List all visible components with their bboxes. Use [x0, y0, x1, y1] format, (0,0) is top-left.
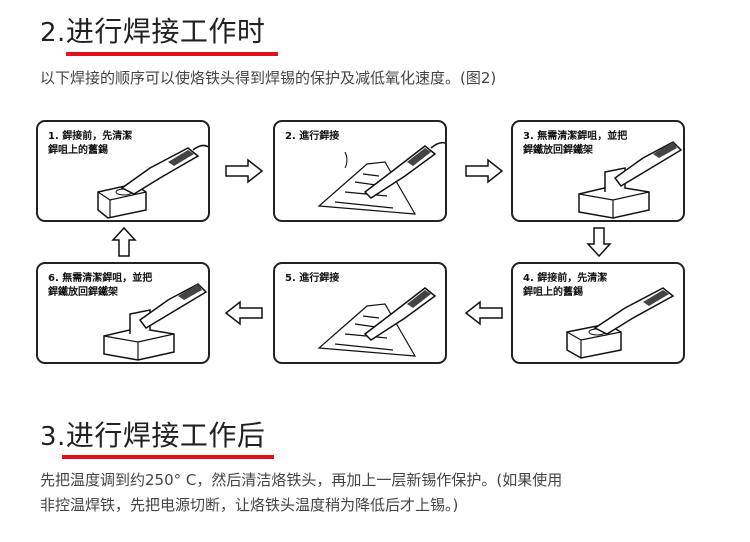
- step-3-panel: 3. 無需清潔銲咀，並把 銲鐵放回銲鐵架: [511, 120, 685, 222]
- step-6-panel: 6. 無需清潔銲咀，並把 銲鐵放回銲鐵架: [36, 262, 210, 364]
- soldering-iron-stand-illustration: [513, 264, 685, 364]
- section-3-heading: 3.进行焊接工作后: [40, 414, 265, 454]
- section-3-number: 3.: [40, 422, 66, 452]
- soldering-iron-stand-illustration: [38, 122, 210, 222]
- arrow-down-icon: [586, 226, 612, 258]
- step-5-panel: 5. 進行銲接: [273, 262, 447, 364]
- section-3-underline: [62, 455, 274, 459]
- arrow-left-icon: [224, 300, 264, 326]
- section-2-heading: 2.进行焊接工作时: [40, 10, 265, 50]
- soldering-circuit-board-illustration: [275, 122, 447, 222]
- section-2-title: 进行焊接工作时: [66, 15, 266, 48]
- section-2-description: 以下焊接的顺序可以使烙铁头得到焊锡的保护及减低氧化速度。(图2): [40, 66, 496, 91]
- step-1-panel: 1. 銲接前，先清潔 銲咀上的舊錫: [36, 120, 210, 222]
- section-3-text-line-1: 先把温度调到约250° C，然后清洁烙铁头，再加上一层新锡作保护。(如果使用: [40, 468, 562, 493]
- arrow-left-icon: [464, 300, 504, 326]
- step-2-panel: 2. 進行銲接: [273, 120, 447, 222]
- section-3-text-line-2: 非控温焊铁，先把电源切断，让烙铁头温度稍为降低后才上锡。): [40, 493, 458, 518]
- section-2-underline: [66, 52, 278, 56]
- step-4-panel: 4. 銲接前，先清潔 銲咀上的舊錫: [511, 262, 685, 364]
- arrow-right-icon: [224, 158, 264, 184]
- soldering-circuit-board-illustration: [275, 264, 447, 364]
- arrow-right-icon: [464, 158, 504, 184]
- soldering-iron-stand-illustration: [38, 264, 210, 364]
- section-2-number: 2.: [40, 18, 66, 48]
- section-3-title: 进行焊接工作后: [66, 419, 266, 452]
- arrow-up-icon: [111, 226, 137, 258]
- soldering-iron-stand-illustration: [513, 122, 685, 222]
